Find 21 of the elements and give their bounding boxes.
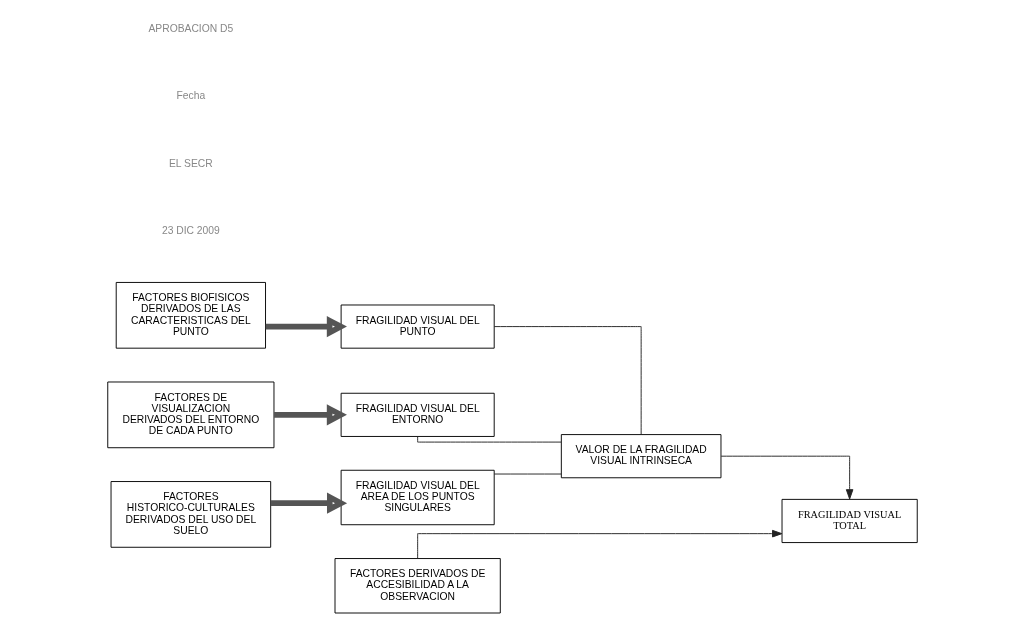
node-box: FRAGILIDAD VISUAL TOTAL [781,498,918,544]
connector [493,326,642,435]
arrow [417,529,783,559]
node-box: FACTORES DERIVADOS DE ACCESIBILIDAD A LA OBSERVACION [334,558,501,614]
node-box: FRAGILIDAD VISUAL DEL AREA DE LOS PUNTOS SINGULARES [340,469,495,526]
connector [417,436,562,443]
label: APROBACION D5 [148,22,234,34]
node-box: FACTORES HISTORICO-CULTURALES DERIVADOS DEL USO DEL SUELO [110,481,272,548]
connector [493,473,562,475]
arrow [270,492,348,514]
node-box: FACTORES BIOFISICOS DERIVADOS DE LAS CARACTERISTICAS DEL PUNTO [115,281,266,349]
node-box: FACTORES DE VISUALIZACION DERIVADOS DEL ENTORNO DE CADA PUNTO [107,381,275,449]
label: EL SECR [168,157,213,169]
node-box: FRAGILIDAD VISUAL DEL PUNTO [340,304,495,349]
node-box: VALOR DE LA FRAGILIDAD VISUAL INTRINSECA [560,434,722,479]
label: Fecha [176,90,206,102]
arrow [274,404,347,426]
arrow [265,316,347,338]
node-box: FRAGILIDAD VISUAL DEL ENTORNO [340,392,495,437]
arrow [720,455,854,500]
label: 23 DIC 2009 [161,225,220,237]
